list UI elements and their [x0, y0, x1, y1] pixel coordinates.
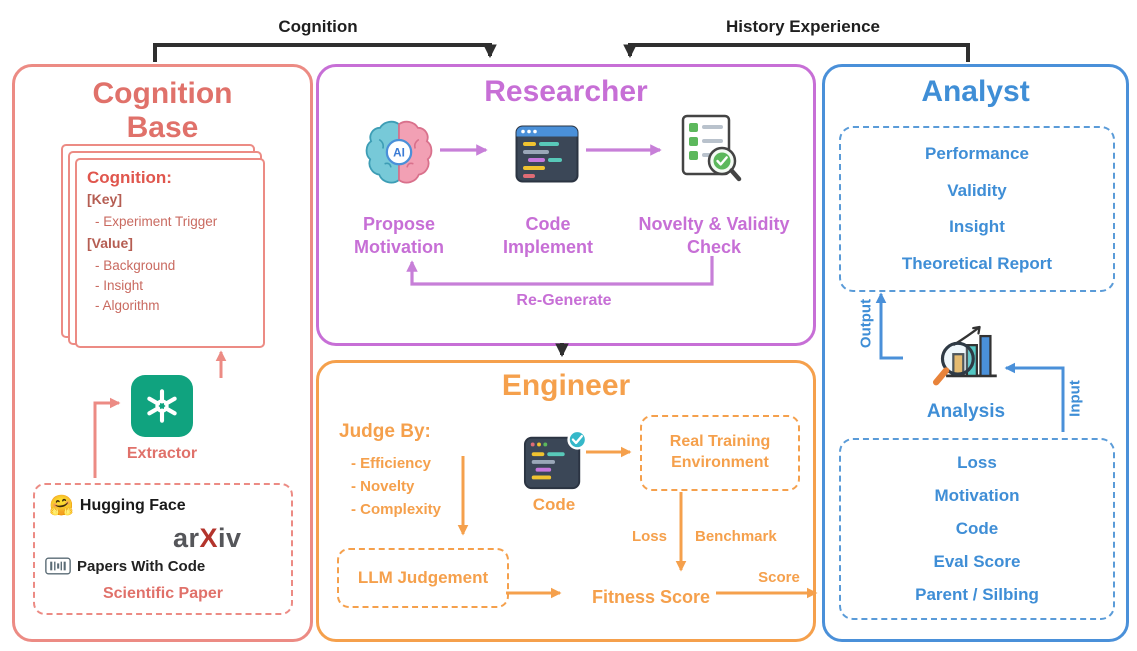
huggingface-label: Hugging Face: [79, 496, 186, 514]
regenerate-label: Re-Generate: [516, 292, 612, 309]
value-item: - Algorithm: [95, 298, 160, 314]
loss-edge-label: Loss: [631, 528, 667, 545]
ai-brain-icon: AI: [365, 120, 433, 184]
papers-with-code-row: Papers With Code: [45, 557, 205, 575]
real-training-environment-box: Real Training Environment: [640, 415, 800, 491]
papers-with-code-label: Papers With Code: [77, 557, 206, 575]
key-label: [Key]: [87, 191, 123, 207]
step-novelty-validity-check: Novelty & Validity Check: [638, 214, 790, 257]
judge-by-heading: Judge By:: [339, 421, 431, 442]
openai-knot-icon: [147, 389, 177, 423]
cognition-card: Cognition: [Key] - Experiment Trigger [V…: [75, 158, 265, 348]
value-item: - Background: [95, 257, 176, 273]
score-edge-label: Score: [758, 569, 800, 586]
value-item: - Insight: [95, 278, 144, 294]
output-item: Validity: [947, 180, 1007, 200]
cognition-base-title: Cognition Base: [92, 77, 233, 144]
history-experience-arrow: [623, 43, 970, 62]
cognition-arrow-label: Cognition: [278, 17, 358, 36]
analyst-title: Analyst: [921, 75, 1030, 108]
output-item: Insight: [949, 217, 1005, 237]
analyst-inputs-box: Loss Motivation Code Eval Score Parent /…: [839, 438, 1115, 620]
input-item: Eval Score: [933, 552, 1021, 571]
input-item: Motivation: [934, 486, 1020, 505]
step-code-implement: Code Implement: [502, 214, 594, 257]
judge-item: - Novelty: [351, 478, 415, 495]
llm-judgement-box: LLM Judgement: [337, 548, 509, 608]
cognition-card-heading: Cognition:: [87, 168, 172, 187]
key-item: - Experiment Trigger: [95, 213, 218, 229]
history-experience-arrow-label: History Experience: [725, 17, 880, 36]
output-edge-label: Output: [857, 298, 875, 349]
researcher-panel: Researcher AI: [316, 64, 816, 346]
scientific-paper-box: 🤗 Hugging Face arXiv Papers With Code Sc…: [33, 483, 293, 615]
cognition-base-panel: Cognition Base Cognition: [Key] - Experi…: [12, 64, 313, 642]
cognition-arrow: [153, 43, 497, 62]
openai-logo-icon: [131, 375, 193, 437]
huggingface-icon: 🤗: [49, 495, 74, 517]
huggingface-row: 🤗 Hugging Face: [49, 493, 186, 518]
judge-item: - Efficiency: [351, 455, 432, 472]
researcher-title: Researcher: [484, 75, 648, 108]
input-edge-label: Input: [1066, 380, 1084, 417]
analysis-chart-icon: [932, 325, 997, 386]
extractor-label: Extractor: [126, 445, 198, 462]
output-item: Theoretical Report: [901, 253, 1053, 273]
input-item: Code: [955, 519, 999, 538]
benchmark-edge-label: Benchmark: [695, 528, 777, 545]
analyst-panel: Analyst Performance Validity Insight The…: [822, 64, 1129, 642]
code-check-icon: [523, 429, 587, 490]
engineer-panel: Engineer Judge By: - Efficiency - Novelt…: [316, 360, 816, 642]
ai-badge-text: AI: [393, 147, 405, 160]
input-item: Parent / Silbing: [915, 585, 1039, 604]
code-label: Code: [532, 495, 576, 514]
fitness-score-label: Fitness Score: [591, 587, 711, 607]
output-item: Performance: [925, 144, 1029, 164]
engineer-title: Engineer: [501, 369, 631, 402]
code-editor-icon: [515, 125, 579, 183]
scientific-paper-caption: Scientific Paper: [102, 585, 224, 602]
step-propose-motivation: Propose Motivation: [354, 214, 444, 257]
analysis-label: Analysis: [926, 401, 1006, 422]
arxiv-logo: arXiv: [173, 523, 242, 553]
barcode-icon: [45, 557, 71, 575]
value-label: [Value]: [87, 235, 133, 252]
judge-item: - Complexity: [351, 501, 442, 518]
checklist-icon: [681, 114, 742, 182]
input-item: Loss: [957, 453, 997, 472]
analyst-outputs-box: Performance Validity Insight Theoretical…: [839, 126, 1115, 292]
